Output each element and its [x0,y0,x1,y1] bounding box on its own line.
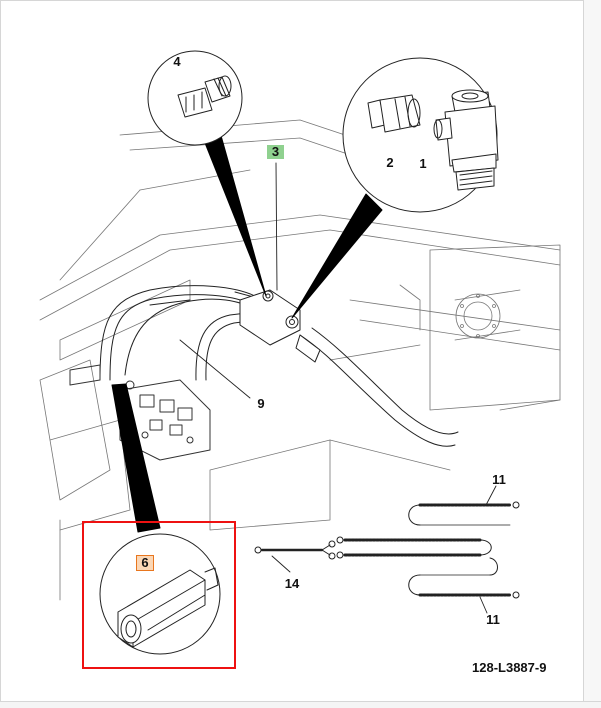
leader-wedges [111,131,383,533]
hose-assembly-11-top [408,501,520,526]
drawing-number: 128-L3887-9 [472,660,547,675]
hose-assembly-coiled [336,524,511,559]
callout-14[interactable]: 14 [284,576,300,591]
tee-fitting-1 [433,89,499,191]
focus-highlight-box [82,521,236,669]
callout-11-bottom[interactable]: 11 [486,612,500,627]
detail-circle-6 [99,533,221,655]
frame-left-border [0,0,1,707]
adapter-fitting-4 [177,75,232,118]
viewer-scrollbar[interactable] [583,0,601,707]
detail-circle-1-2 [342,57,499,213]
callout-1[interactable]: 1 [419,156,427,171]
adapter-fitting-2 [367,94,421,133]
hose-assembly-11-bottom [408,557,520,599]
valve-cluster [69,364,211,461]
hex-adapter-6 [117,567,219,648]
manifold-block [239,289,321,363]
exploded-parts-diagram [39,50,561,655]
frame-top-border [0,0,601,1]
callout-4[interactable]: 4 [173,54,181,69]
leader-lines [151,69,497,614]
detail-circle-4 [147,50,243,146]
callout-9[interactable]: 9 [257,396,265,411]
hydraulic-hoses [99,285,459,447]
callout-3[interactable]: 3 [267,145,284,159]
callout-2[interactable]: 2 [386,155,394,170]
callout-11-top[interactable]: 11 [492,472,506,487]
hose-assembly-14 [254,540,336,560]
callout-6[interactable]: 6 [136,555,154,571]
frame-bottom-border [0,701,601,708]
